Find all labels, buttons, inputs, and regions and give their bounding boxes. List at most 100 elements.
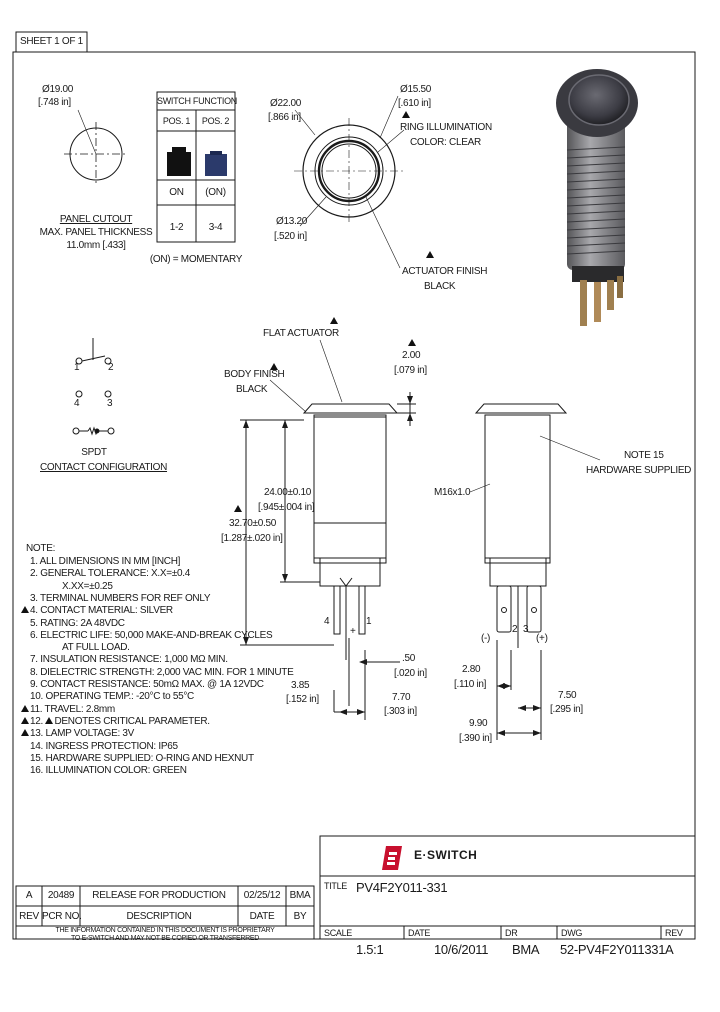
- notes-title: NOTE:: [26, 543, 56, 554]
- front-view-diagram: [294, 95, 405, 269]
- note-item: 15. HARDWARE SUPPLIED: O-RING AND HEXNUT: [30, 753, 254, 765]
- dim-280-mm: 2.80: [462, 664, 481, 675]
- sheet-label: SHEET 1 OF 1: [20, 36, 83, 47]
- sheet-label-box: [15, 31, 88, 53]
- switch-function-footnote: (ON) = MOMENTARY: [149, 254, 243, 265]
- note-item: 5. RATING: 2A 48VDC: [30, 618, 125, 630]
- scale-value: 1.5:1: [356, 942, 384, 957]
- rev-row-rev: A: [25, 890, 33, 901]
- contact-terminal-1: 1: [74, 362, 80, 373]
- dim-2400-in: [.945±.004 in]: [258, 502, 315, 513]
- note-text: 14. INGRESS PROTECTION: IP65: [30, 740, 178, 752]
- critical-marker-icon: [21, 716, 29, 724]
- date-label: DATE: [408, 928, 431, 938]
- dim-770-mm: 7.70: [392, 692, 411, 703]
- title-value: PV4F2Y011-331: [356, 880, 448, 895]
- note-text: 6. ELECTRIC LIFE: 50,000 MAKE-AND-BREAK …: [30, 629, 273, 641]
- critical-marker-icon: [21, 606, 29, 614]
- rev-value: A: [665, 942, 674, 957]
- critical-marker-icon: [330, 316, 339, 328]
- dim-770-in: [.303 in]: [384, 706, 417, 717]
- date-value: 10/6/2011: [434, 942, 489, 957]
- rev-header-by: BY: [293, 911, 307, 922]
- dim-750-mm: 7.50: [558, 690, 577, 701]
- dim-200-in: [.079 in]: [394, 365, 427, 376]
- front-actuator-dia-in: [.520 in]: [274, 231, 307, 242]
- note-text: 16. ILLUMINATION COLOR: GREEN: [30, 765, 187, 777]
- dim-990-in: [.390 in]: [459, 733, 492, 744]
- note-item: 6. ELECTRIC LIFE: 50,000 MAKE-AND-BREAK …: [30, 629, 273, 642]
- contact-config-diagram: [72, 338, 115, 436]
- critical-marker-icon: [21, 704, 29, 712]
- actuator-finish-label: ACTUATOR FINISH: [402, 266, 488, 277]
- rev-header-description: DESCRIPTION: [126, 911, 192, 922]
- dim-050-in: [.020 in]: [394, 668, 427, 679]
- switch-terminals-pos2: 3-4: [208, 222, 223, 233]
- rev-row-pcr: 20489: [47, 890, 75, 901]
- dim-050-mm: .50: [402, 653, 416, 664]
- note-text: AT FULL LOAD.: [62, 642, 130, 654]
- switch-terminals-pos1: 1-2: [169, 222, 184, 233]
- switch-function-col2: POS. 2: [201, 116, 230, 126]
- critical-marker-icon: [408, 338, 417, 350]
- switch-pos1-icon: [167, 147, 191, 176]
- panel-cutout-dia-mm: Ø19.00: [42, 84, 74, 95]
- critical-marker-icon: [270, 362, 279, 374]
- dim-750-in: [.295 in]: [550, 704, 583, 715]
- front-ring-dia-in: [.610 in]: [398, 98, 431, 109]
- dim-385-in: [.152 in]: [286, 694, 319, 705]
- flat-actuator-label: FLAT ACTUATOR: [263, 328, 339, 339]
- contact-terminal-4: 4: [74, 398, 80, 409]
- switch-pos2-icon: [205, 151, 227, 176]
- note-item: 12. DENOTES CRITICAL PARAMETER.: [21, 716, 210, 728]
- note15-label: NOTE 15: [624, 450, 664, 461]
- ring-color-label: COLOR: CLEAR: [410, 137, 481, 148]
- rev-header-date: DATE: [249, 911, 275, 922]
- critical-marker-icon: [21, 729, 29, 737]
- contact-config-title: CONTACT CONFIGURATION: [40, 462, 168, 473]
- switch-function-col1: POS. 1: [162, 116, 191, 126]
- product-photo: [556, 69, 638, 326]
- side-view-arrows: [243, 396, 413, 715]
- dim-2400-mm: 24.00±0.10: [264, 487, 311, 498]
- side-terminal-4: 4: [324, 616, 330, 627]
- note-item: 13. LAMP VOLTAGE: 3V: [21, 728, 134, 740]
- switch-state-pos1: ON: [169, 187, 184, 198]
- note-item: X.XX=±0.25: [62, 581, 113, 593]
- title-block-grid: [15, 835, 696, 940]
- panel-thickness-value: 11.0mm [.433]: [66, 240, 126, 251]
- rear-minus-label: (-): [481, 633, 491, 644]
- switch-state-pos2: (ON): [205, 187, 226, 198]
- rev-header-rev: REV: [19, 911, 39, 922]
- dim-280-in: [.110 in]: [454, 679, 487, 690]
- dim-3270-mm: 32.70±0.50: [229, 518, 276, 529]
- rev-row-description: RELEASE FOR PRODUCTION: [92, 890, 226, 901]
- switch-function-table: [156, 91, 236, 243]
- dim-990-mm: 9.90: [469, 718, 488, 729]
- rev-row-by: BMA: [289, 890, 311, 901]
- note-text: 15. HARDWARE SUPPLIED: O-RING AND HEXNUT: [30, 752, 254, 764]
- actuator-color-label: BLACK: [424, 281, 456, 292]
- hardware-supplied-label: HARDWARE SUPPLIED: [586, 465, 692, 476]
- note-item: 7. INSULATION RESISTANCE: 1,000 MΩ MIN.: [30, 654, 228, 666]
- dim-3270-in: [1.287±.020 in]: [221, 533, 283, 544]
- contact-terminal-2: 2: [108, 362, 114, 373]
- note-text: 1. ALL DIMENSIONS IN MM [INCH]: [30, 556, 181, 567]
- contact-type: SPDT: [81, 447, 107, 458]
- rev-header-pcr: PCR NO.: [42, 911, 82, 922]
- note-item: 3. TERMINAL NUMBERS FOR REF ONLY: [30, 593, 211, 605]
- eswitch-logo-text: E·SWITCH: [414, 848, 478, 862]
- dwg-label: DWG: [561, 928, 583, 938]
- note-item: 11. TRAVEL: 2.8mm: [21, 704, 115, 716]
- note-text: 2. GENERAL TOLERANCE: X.X=±0.4: [30, 568, 190, 580]
- note-item: 10. OPERATING TEMP.: -20°C to 55°C: [30, 691, 194, 703]
- note-text: X.XX=±0.25: [62, 580, 113, 592]
- front-actuator-dia-mm: Ø13.20: [276, 216, 308, 227]
- side-terminal-1: 1: [366, 616, 372, 627]
- note-item: 1. ALL DIMENSIONS IN MM [INCH]: [30, 556, 180, 568]
- front-outer-dia-in: [.866 in]: [268, 112, 301, 123]
- ring-illumination-label: RING ILLUMINATION: [400, 122, 492, 133]
- side-view-diagram: [240, 339, 416, 720]
- proprietary-line-1: THE INFORMATION CONTAINED IN THIS DOCUME…: [55, 927, 275, 934]
